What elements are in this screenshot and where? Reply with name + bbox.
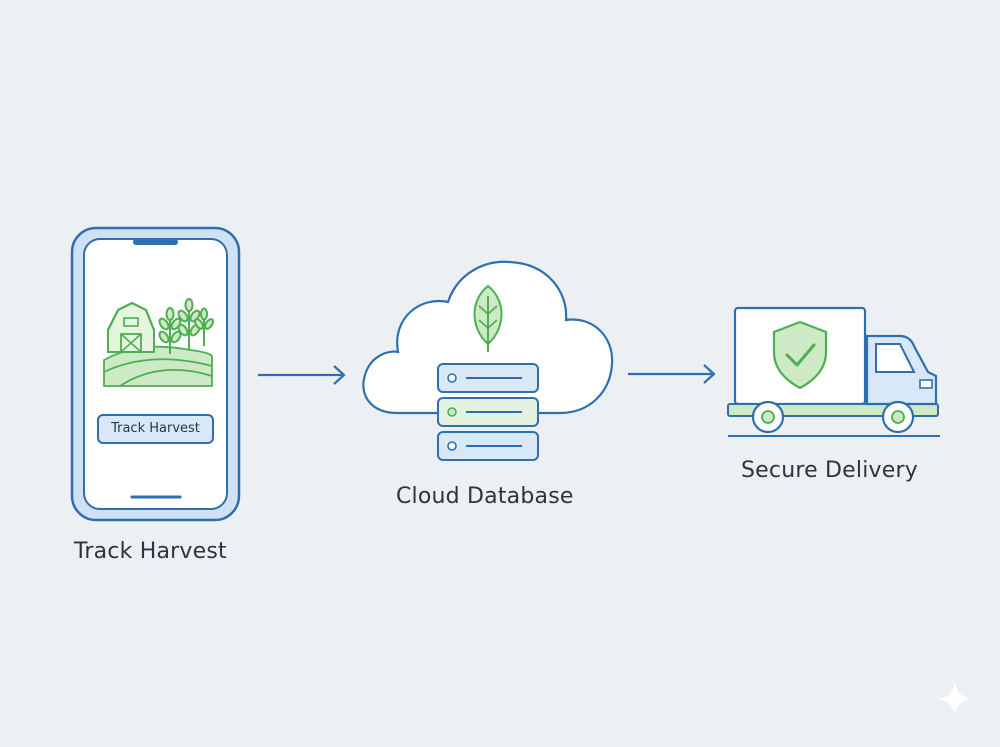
track-harvest-label: Track Harvest [74, 539, 227, 564]
sparkle-icon [938, 682, 972, 716]
farm-scene-icon [103, 298, 214, 387]
flow-arrow [258, 365, 346, 385]
leaf-icon [473, 284, 503, 352]
server-stack-icon [437, 363, 539, 461]
cloud-database-icon [362, 260, 614, 461]
track-harvest-button[interactable]: Track Harvest [97, 414, 214, 444]
shield-check-icon [772, 320, 828, 390]
smartphone-farm-icon [70, 226, 241, 522]
cloud-database-label: Cloud Database [396, 484, 574, 509]
delivery-truck-shield-icon [727, 306, 940, 437]
flow-arrow [628, 364, 716, 384]
secure-delivery-label: Secure Delivery [741, 458, 918, 483]
